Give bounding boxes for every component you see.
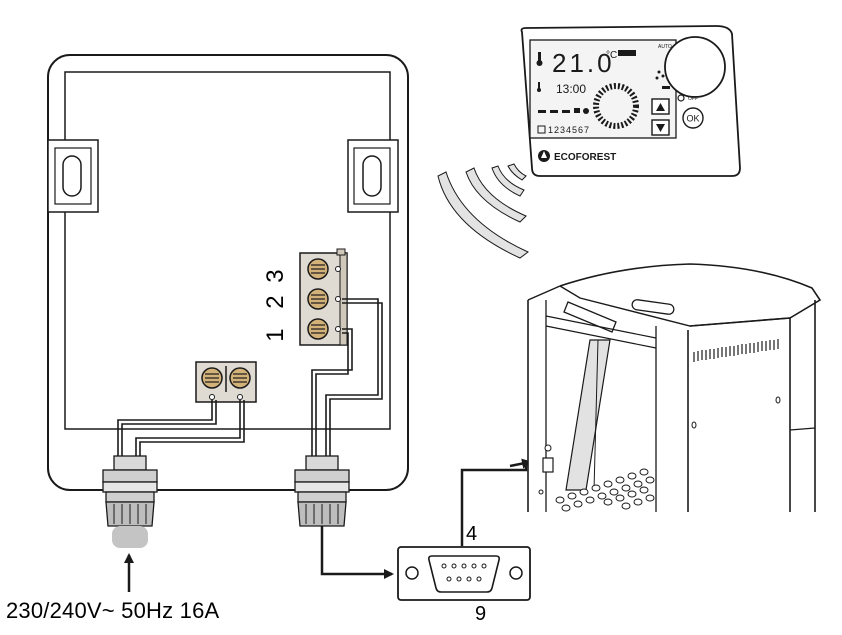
thermostat-dial[interactable]: [664, 36, 726, 98]
cable-gland-signal: [294, 455, 350, 527]
terminal-3-label: 3: [262, 269, 289, 283]
perforated-plate: [555, 468, 655, 512]
thermometer-icon: [536, 52, 543, 66]
clock-icon: [677, 94, 685, 102]
dial-indicator: [593, 83, 639, 129]
mode-icons: [538, 108, 589, 114]
thermostat-temperature: 21.0: [552, 48, 615, 78]
connector-to-stove-arrow: [460, 458, 532, 546]
terminal-screw-1: [307, 318, 329, 340]
wireless-signal-icon: [437, 163, 529, 259]
arrow-up-button[interactable]: [651, 98, 670, 115]
signal-cable-arrow: [320, 526, 394, 579]
thermostat: 21.0 °C 13:00 1234567 AUTO: [520, 25, 741, 177]
ok-button[interactable]: OK: [682, 107, 704, 129]
pellet-stove: [527, 263, 822, 512]
flame-icon: [662, 86, 670, 89]
terminal-screw-3: [307, 258, 329, 280]
thermostat-mode-label: AUTO: [658, 44, 672, 50]
brand-name: ECOFOREST: [554, 152, 616, 163]
thermostat-unit: °C: [606, 50, 617, 61]
terminal-screw-2: [307, 288, 329, 310]
terminal-1-label: 1: [262, 328, 289, 342]
arrow-up-icon: [656, 103, 665, 111]
brand-logo: ECOFOREST: [538, 150, 616, 163]
ok-button-label: OK: [686, 114, 699, 124]
wiring: [117, 298, 383, 458]
thermostat-off-label: OFF: [688, 96, 698, 102]
terminal-block-3-pole: [299, 248, 348, 346]
terminal-2-label: 2: [262, 295, 289, 309]
receiver-box: [47, 54, 409, 491]
power-supply-label: 230/240V~ 50Hz 16A: [6, 598, 220, 623]
connector-pin-4-label: 4: [466, 523, 478, 545]
arrow-down-button[interactable]: [651, 119, 670, 136]
db9-connector: [397, 546, 531, 601]
arrow-down-icon: [656, 124, 665, 132]
thermostat-days: 1234567: [548, 125, 590, 135]
thermostat-time: 13:00: [556, 82, 586, 96]
cable-gland-power: [102, 455, 158, 548]
mounting-slot-right: [347, 139, 399, 213]
thermometer-small-icon: [537, 82, 541, 92]
mounting-slot-left: [47, 139, 99, 213]
fan-icon: [655, 70, 665, 80]
terminal-block-2-pole: [195, 361, 257, 403]
stove-serial-port: [538, 444, 554, 495]
vent-grille: [693, 339, 779, 362]
connector-pin-9-label: 9: [475, 603, 487, 625]
